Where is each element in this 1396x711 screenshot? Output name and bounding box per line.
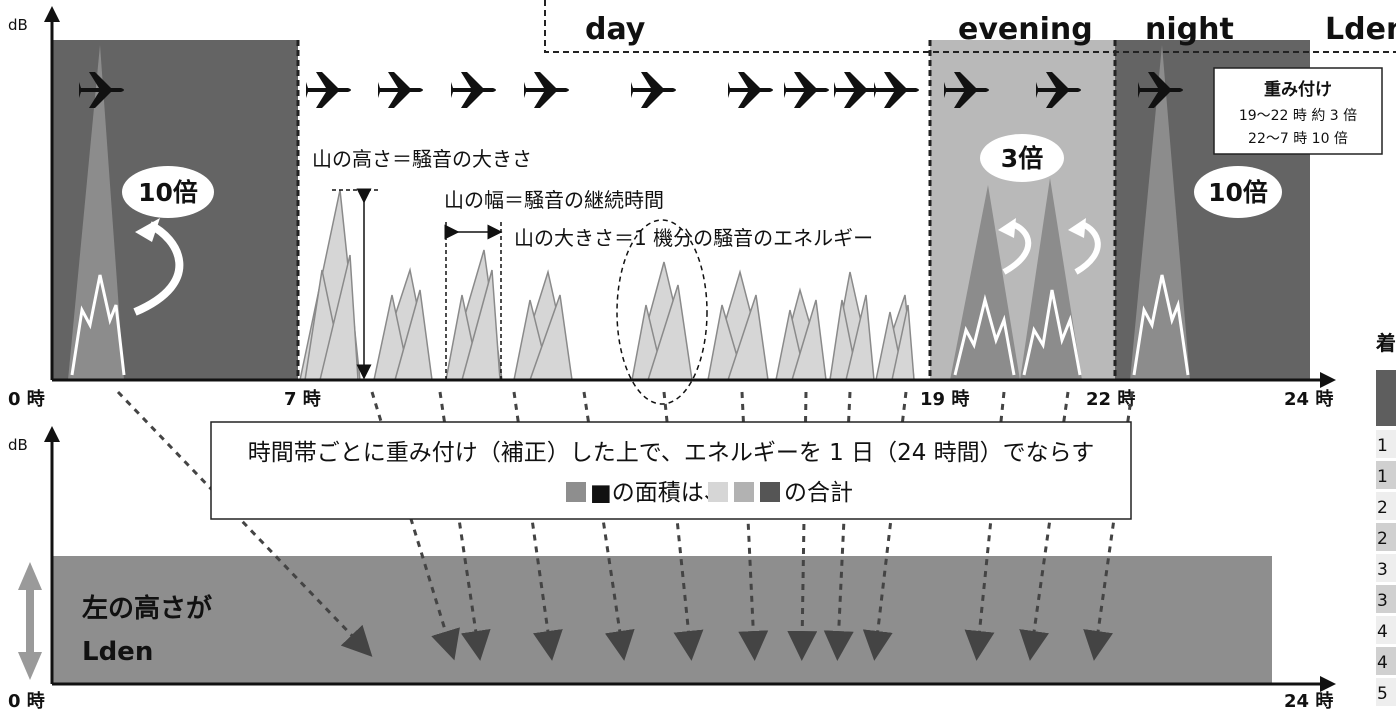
arrowhead-left — [135, 218, 160, 242]
multiplier-badge-evening — [980, 134, 1064, 182]
period-evening: evening — [958, 12, 1093, 47]
clip-row-label: 3 — [1377, 591, 1388, 611]
tick-7h: 7 時 — [284, 389, 321, 410]
clip-row-label: 5 — [1377, 684, 1388, 704]
night-peak-left — [68, 45, 126, 380]
clip-row — [1376, 585, 1396, 613]
tick-0h: 0 時 — [8, 389, 45, 410]
annotation-size: 山の大きさ＝1 機分の騒音のエネルギー — [514, 226, 873, 250]
bottom-tick-24h: 24 時 — [1284, 691, 1333, 711]
tick-19h: 19 時 — [920, 389, 969, 410]
period-lden: Lden — [1325, 12, 1396, 47]
tick-24h: 24 時 — [1284, 389, 1333, 410]
clip-row — [1376, 461, 1396, 489]
night-peak-right — [1130, 45, 1190, 380]
clip-row — [1376, 554, 1396, 582]
annotation-width: 山の幅＝騒音の継続時間 — [444, 188, 664, 212]
highlight-ellipse — [616, 219, 708, 405]
multiplier-badge-left — [122, 166, 214, 218]
period-night: night — [1145, 12, 1234, 47]
evening-region — [930, 40, 1115, 380]
lden-height-arrow — [18, 562, 42, 680]
multiplier-evening: 3倍 — [1001, 144, 1043, 173]
clip-row — [1376, 523, 1396, 551]
airplane-icon — [524, 72, 569, 108]
caption-line-1: 時間帯ごとに重み付け（補正）した上で、エネルギーを 1 日（24 時間）でならす — [248, 440, 1094, 466]
multiplier-arrow-left — [133, 221, 184, 316]
caption-box — [210, 421, 1132, 520]
weighting-line-1: 19〜22 時 約 3 倍 — [1239, 108, 1357, 124]
top-ylabel: dB — [8, 16, 28, 34]
period-day: day — [585, 12, 646, 47]
day-bracket — [544, 0, 1396, 53]
clip-row — [1376, 647, 1396, 675]
airplane-icon — [834, 72, 879, 108]
airplane-icon — [451, 72, 496, 108]
evening-peaks — [950, 178, 1082, 380]
right-clipped-table: 着 1 1 2 2 3 3 4 4 5 — [1375, 331, 1396, 706]
airplane-icon — [874, 72, 919, 108]
clip-row — [1376, 678, 1396, 706]
result-line-1: 左の高さが — [82, 593, 212, 624]
weighting-box — [1213, 67, 1383, 155]
tick-22h: 22 時 — [1086, 389, 1135, 410]
clip-row-label: 1 — [1377, 467, 1388, 487]
clip-row-label: 4 — [1377, 622, 1388, 642]
clip-row-label: 2 — [1377, 498, 1388, 518]
clip-row — [1376, 616, 1396, 644]
clip-row — [1376, 430, 1396, 458]
bottom-ylabel: dB — [8, 436, 28, 454]
clip-header: 着 — [1375, 331, 1396, 355]
multiplier-arrow-evening-2 — [1074, 221, 1101, 275]
weighting-line-2: 22〜7 時 10 倍 — [1248, 131, 1348, 147]
airplane-icon — [306, 72, 351, 108]
multiplier-badge-right — [1194, 166, 1282, 218]
bottom-tick-0h: 0 時 — [8, 691, 45, 711]
result-bar — [52, 556, 1272, 684]
multiplier-arrow-evening-1 — [1002, 221, 1032, 275]
caption-line-2-a: ■の面積は、 — [590, 480, 727, 506]
weighting-title: 重み付け — [1264, 79, 1332, 100]
annotation-height: 山の高さ＝騒音の大きさ — [312, 147, 532, 171]
caption-line-2-c: の合計 — [784, 480, 853, 506]
airplane-icon — [378, 72, 423, 108]
result-line-2: Lden — [82, 637, 153, 667]
multiplier-right: 10倍 — [1208, 178, 1268, 207]
airplane-icon — [784, 72, 829, 108]
multiplier-left: 10倍 — [138, 178, 198, 207]
clip-row-label: 4 — [1377, 653, 1388, 673]
averaging-arrow — [116, 390, 373, 657]
clip-row-label: 3 — [1377, 560, 1388, 580]
airplane-icon — [728, 72, 773, 108]
day-peaks — [299, 189, 915, 381]
caption-line-2: ■の面積は、 の合計 — [566, 480, 853, 506]
airplane-icon — [631, 72, 676, 108]
clip-row-label: 1 — [1377, 436, 1388, 456]
clip-row-label: 2 — [1377, 529, 1388, 549]
clip-row — [1376, 492, 1396, 520]
